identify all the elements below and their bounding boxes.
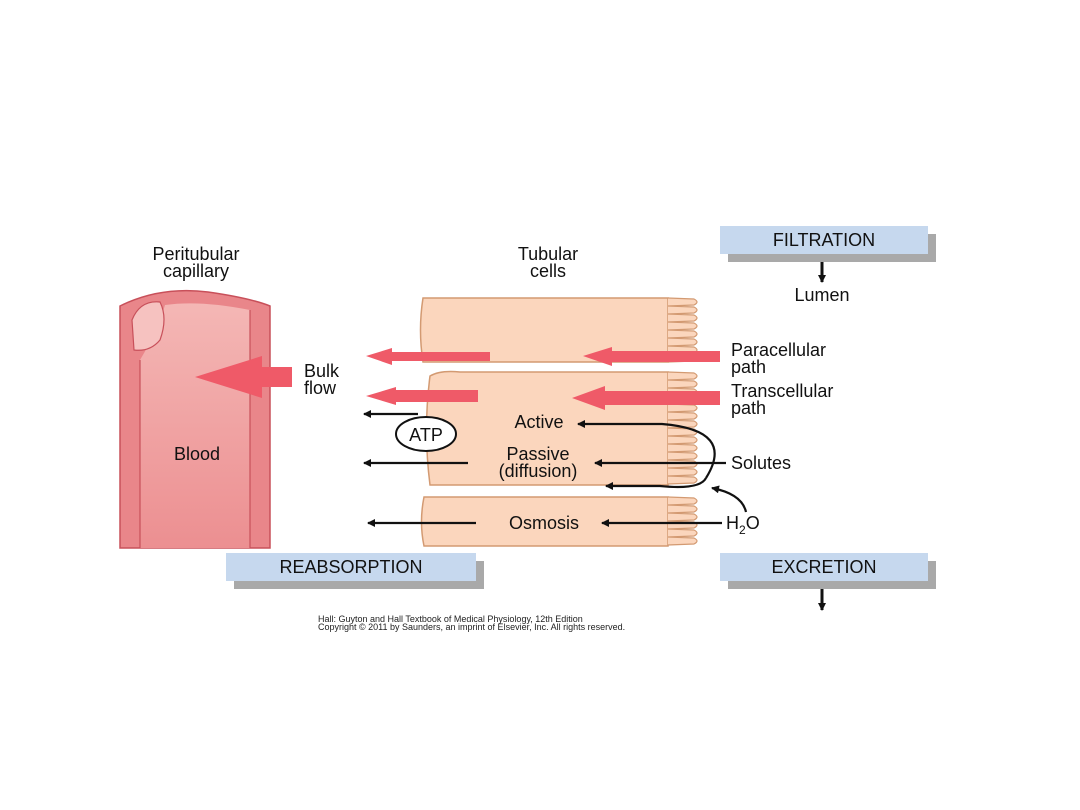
paracellular-arrow-inner (366, 348, 490, 365)
paracellular-label-line1: Paracellular (731, 340, 826, 360)
tubular-cell-top (419, 297, 669, 363)
tubular-cell-bottom (420, 496, 669, 547)
filtration-box: FILTRATION (720, 226, 936, 262)
filtration-label: FILTRATION (773, 230, 875, 250)
microvilli-brush-border (667, 297, 698, 546)
credit-line1: Hall: Guyton and Hall Textbook of Medica… (318, 614, 583, 624)
transcellular-label-line2: path (731, 398, 766, 418)
solutes-label: Solutes (731, 453, 791, 473)
bulk-flow-label-line1: Bulk (304, 361, 340, 381)
atp-badge: ATP (395, 416, 457, 452)
capillary-lumen (140, 303, 250, 548)
bulk-flow-arrow (195, 356, 292, 398)
paracellular-arrow-outer (583, 347, 720, 366)
active-label: Active (514, 412, 563, 432)
bulk-flow-label-line2: flow (304, 378, 337, 398)
transcellular-arrow-outer (572, 386, 720, 410)
reabsorption-label: REABSORPTION (279, 557, 422, 577)
microvilli-segment (667, 496, 698, 546)
capillary-title-line2: capillary (163, 261, 229, 281)
passive-label-line1: Passive (506, 444, 569, 464)
solute-active-curve (577, 420, 716, 479)
microvilli-segment (667, 371, 698, 485)
capillary-inner-line (139, 310, 251, 548)
credit-line2: Copyright © 2011 by Saunders, an imprint… (318, 622, 625, 632)
paracellular-label-line2: path (731, 357, 766, 377)
capillary-wall-highlight (131, 301, 165, 351)
passive-label-line2: (diffusion) (499, 461, 578, 481)
black-transport-arrows (363, 258, 826, 611)
atp-label: ATP (409, 425, 443, 445)
cells-title-line2: cells (530, 261, 566, 281)
lumen-label: Lumen (794, 285, 849, 305)
reabsorption-box: REABSORPTION (226, 553, 484, 589)
capillary-title-line1: Peritubular (152, 244, 239, 264)
text-labels: Peritubular capillary Tubular cells Lume… (152, 244, 849, 632)
excretion-label: EXCRETION (771, 557, 876, 577)
osmosis-label: Osmosis (509, 513, 579, 533)
transcellular-arrow-inner (366, 387, 478, 405)
h2o-curve-arrow (711, 485, 748, 513)
transcellular-label-line1: Transcellular (731, 381, 833, 401)
solute-passive-curve (605, 477, 707, 490)
red-flow-arrows (195, 347, 720, 410)
peritubular-capillary (119, 289, 271, 549)
h2o-label: H2O (726, 513, 760, 537)
blood-label: Blood (174, 444, 220, 464)
excretion-box: EXCRETION (720, 553, 936, 589)
cells-title-line1: Tubular (518, 244, 578, 264)
